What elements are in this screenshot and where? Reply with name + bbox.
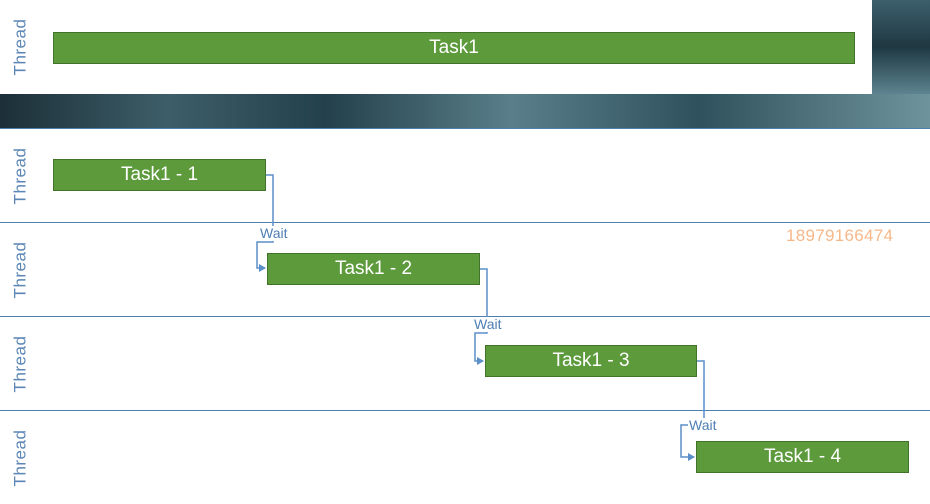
task-main: Task1	[53, 32, 855, 64]
overlay-watermark-text: 18979166474	[786, 226, 894, 245]
connector-1-to-2	[256, 174, 274, 272]
task-sub-4: Task1 - 4	[696, 441, 909, 473]
wait-label: Wait	[473, 316, 503, 332]
connector-2-to-3	[474, 268, 488, 365]
wait-label: Wait	[259, 225, 289, 241]
wait-label: Wait	[688, 417, 718, 433]
connector-3-to-4	[680, 360, 705, 461]
background-image-corner	[872, 0, 930, 94]
task-sub-1: Task1 - 1	[53, 159, 266, 191]
background-image-strip	[0, 94, 930, 130]
swimlane-4: Thread	[0, 316, 930, 410]
task-sub-3: Task1 - 3	[485, 345, 697, 377]
task-sub-2: Task1 - 2	[267, 253, 480, 285]
